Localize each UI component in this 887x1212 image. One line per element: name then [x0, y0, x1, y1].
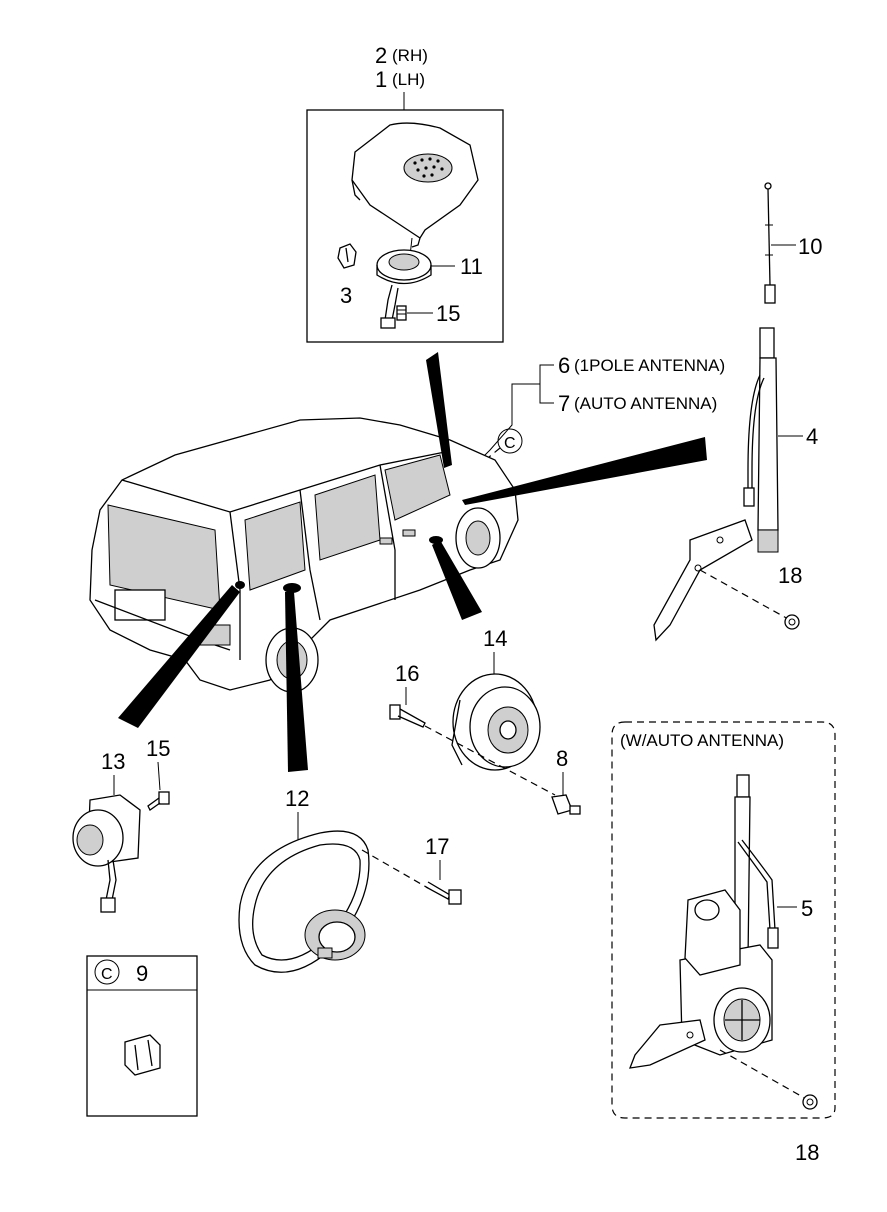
- callout-15-top: 15: [436, 301, 460, 326]
- leader-15-bottom: [157, 761, 161, 791]
- callout-17: 17: [425, 834, 449, 859]
- ref-c-marker: C: [504, 435, 516, 452]
- nut-part-18-bottom: [802, 1094, 818, 1110]
- dash-speaker-12: [361, 849, 429, 889]
- auto-antenna-box-title: (W/AUTO ANTENNA): [620, 731, 784, 750]
- inset-box-c: [86, 955, 198, 1117]
- bracket-6-7: [539, 364, 554, 404]
- screw-part-16: [389, 704, 426, 728]
- clip-part-3: [337, 243, 357, 269]
- tweeter-box: [306, 109, 504, 343]
- dash-nut-18-top: [699, 569, 791, 621]
- callout-15-bottom: 15: [146, 736, 170, 761]
- inset-callout-9: 9: [136, 961, 148, 986]
- pointer-to-speaker-12: [285, 592, 308, 772]
- callout-18-bottom: 18: [795, 1140, 819, 1165]
- callout-1-text: (LH): [392, 70, 425, 89]
- callout-7-text: (AUTO ANTENNA): [574, 394, 717, 413]
- clip-part-9: [124, 1034, 161, 1076]
- clip-part-8: [551, 794, 581, 815]
- callout-1-num: 1: [375, 67, 387, 92]
- antenna-base-part-4: [653, 327, 779, 642]
- callout-6-num: 6: [558, 353, 570, 378]
- callout-13: 13: [101, 749, 125, 774]
- speaker-part-13: [72, 794, 141, 913]
- callout-10: 10: [798, 234, 822, 259]
- callout-14: 14: [483, 626, 507, 651]
- callout-5: 5: [801, 896, 813, 921]
- dash-nut-18-bottom: [719, 1049, 809, 1101]
- speaker-part-14: [451, 673, 541, 771]
- auto-antenna-box: [611, 721, 836, 1119]
- callout-8: 8: [556, 746, 568, 771]
- callout-2-text: (RH): [392, 46, 428, 65]
- inset-c-circle: [94, 959, 120, 985]
- antenna-rod-part-10: [764, 182, 776, 304]
- auto-antenna-part-5: [628, 774, 779, 1069]
- speaker-part-12: [238, 830, 370, 973]
- screw-part-15-top: [396, 305, 407, 321]
- pointer-to-speaker-13: [118, 585, 240, 728]
- tweeter-part-11: [376, 249, 432, 329]
- dash-speaker-14: [424, 725, 556, 796]
- pointer-to-tweeter: [426, 352, 452, 468]
- ref-c-circle: [497, 428, 523, 454]
- callout-2-num: 2: [375, 43, 387, 68]
- callout-3: 3: [340, 283, 352, 308]
- callout-12: 12: [285, 786, 309, 811]
- callout-7-num: 7: [558, 391, 570, 416]
- tweeter-cover: [351, 122, 479, 248]
- pointer-to-antenna: [462, 437, 707, 505]
- callout-6-text: (1POLE ANTENNA): [574, 356, 725, 375]
- screw-part-17: [425, 881, 462, 905]
- screw-part-15-bottom: [147, 791, 170, 811]
- callout-18-top: 18: [778, 563, 802, 588]
- callout-4: 4: [806, 424, 818, 449]
- callout-16: 16: [395, 661, 419, 686]
- vehicle-illustration: [89, 417, 519, 693]
- callout-11: 11: [460, 254, 483, 279]
- nut-part-18-top: [784, 614, 800, 630]
- pointer-to-speaker-14: [432, 540, 482, 620]
- inset-c-marker: C: [101, 966, 113, 983]
